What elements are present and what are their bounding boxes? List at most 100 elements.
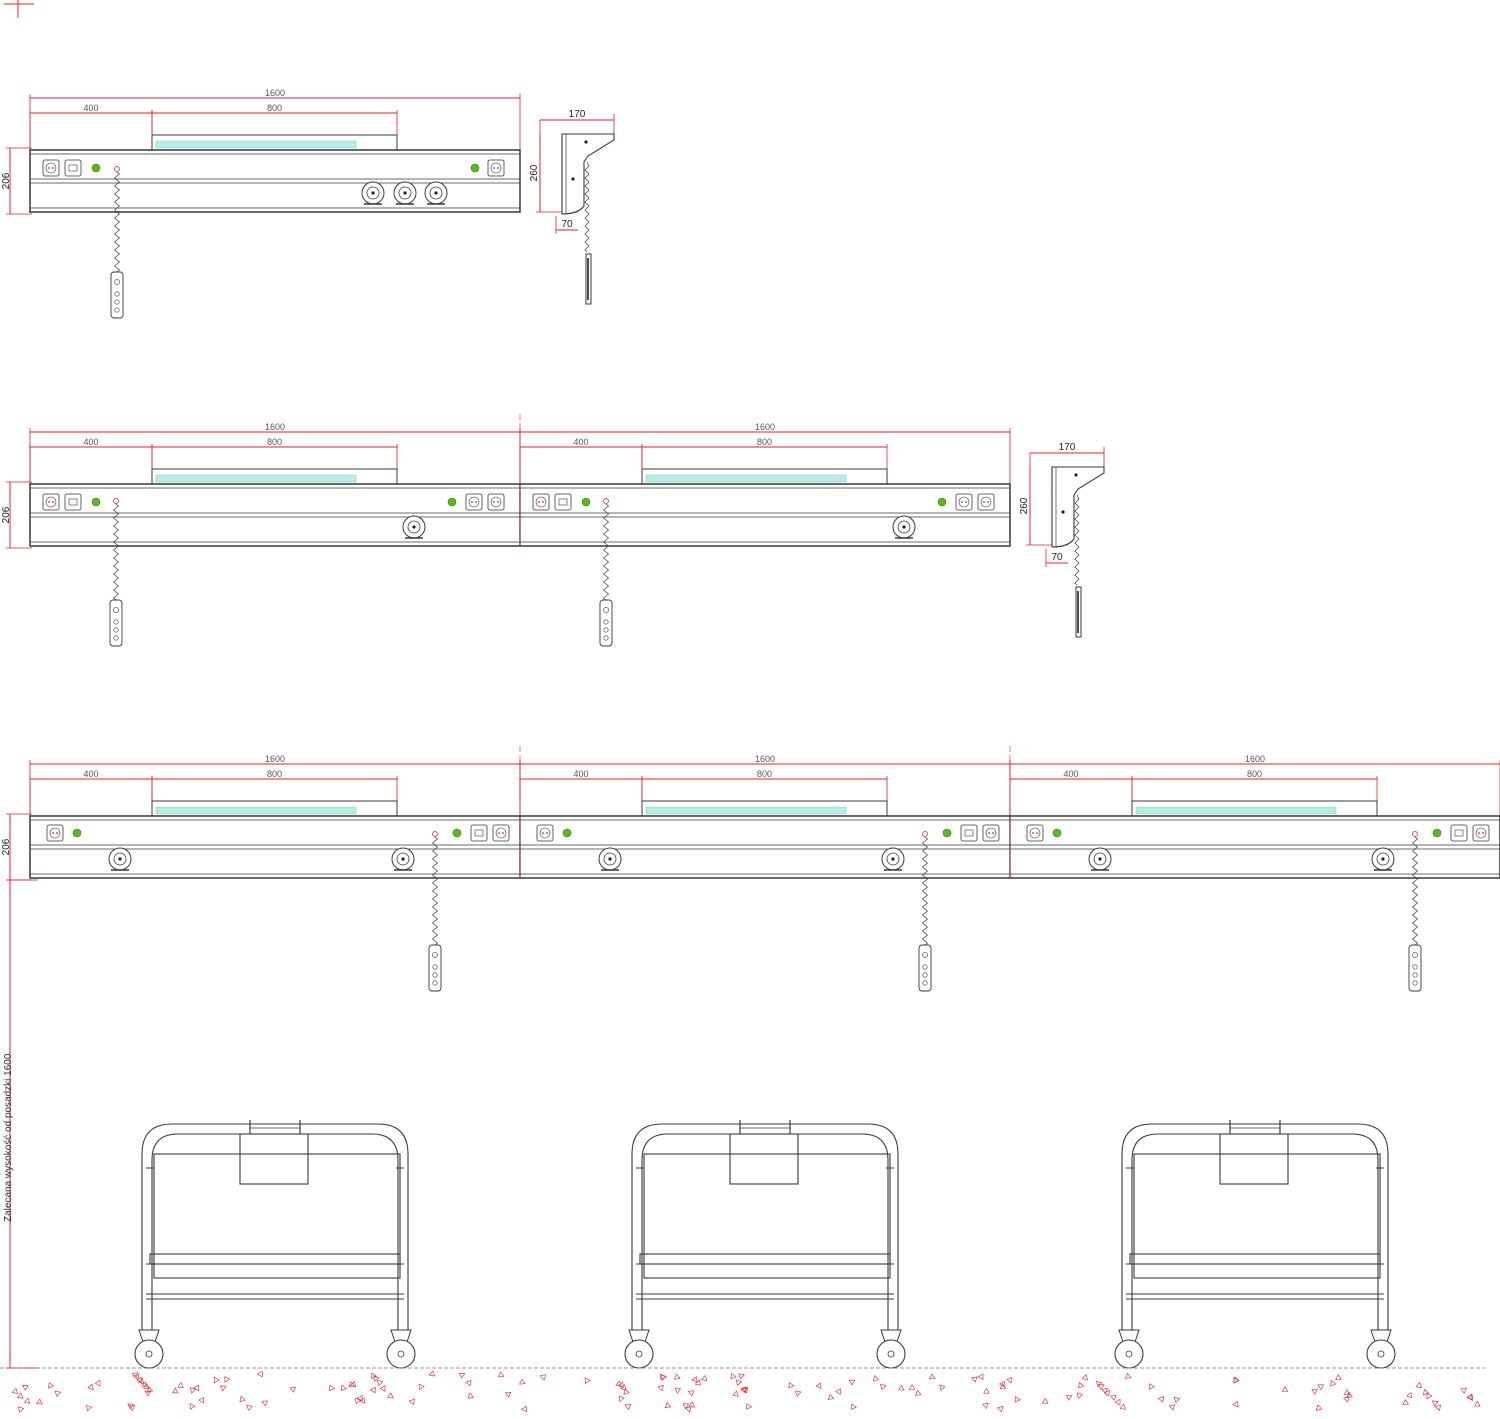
dim-length-label: 1600 [265,88,285,98]
dim-offset-label: 400 [83,437,98,447]
green-indicator [91,497,101,507]
floor-mark [735,1379,743,1386]
gas-outlet [892,515,916,539]
dim-offset-label: 400 [83,103,98,113]
green-indicator [562,828,572,838]
floor-mark [746,1403,753,1410]
dim-offset: 400 [519,437,643,490]
row3-rail-outline [29,815,1500,879]
floor-mark [897,1384,905,1391]
floor-mark [418,1383,425,1391]
power-socket [532,493,550,511]
row1-dim-height: 206 [1,147,32,215]
floor-mark [1168,1404,1176,1411]
green-indicator [581,497,591,507]
floor-mark [915,1389,922,1396]
floor-mark [428,1370,436,1377]
floor-mark [498,1371,505,1378]
floor-mark [1402,1399,1409,1405]
floor-mark [700,1374,708,1382]
floor-mark [1173,1397,1181,1404]
gas-outlet [424,181,448,205]
floor-mark [982,1403,989,1410]
dim-length-label: 1600 [265,754,285,764]
floor-mark [971,1376,978,1383]
floor-mark [133,1373,140,1380]
floor-mark [143,1382,150,1389]
floor-mark [827,1393,835,1400]
floor-mark [86,1404,93,1412]
floor-mark [694,1379,702,1386]
floor-mark [617,1381,624,1389]
bed-caster-wheel [624,1339,654,1369]
data-socket [554,493,572,511]
floor-mark [193,1384,200,1392]
side-dim-bottom: 70 [561,219,573,230]
floor-mark [880,1383,887,1391]
floor-mark [519,1378,526,1385]
floor-mark [664,1402,672,1409]
side-dim-height: 260 [529,164,540,181]
floor-mark [1124,1372,1132,1379]
floor-mark [815,1382,822,1389]
nurse-call-pendant [918,831,932,992]
floor-mark [1466,1393,1473,1401]
floor-mark [87,1383,94,1391]
floor-mark [1232,1400,1239,1408]
floor-mark [741,1387,749,1394]
dim-offset-label: 400 [573,437,588,447]
floor-mark [983,1387,990,1394]
data-socket [1450,824,1468,842]
power-socket [42,493,60,511]
nurse-call-pendant [1408,831,1422,992]
floor-mark [214,1376,220,1384]
floor-mark [1343,1396,1350,1403]
data-socket [64,493,82,511]
bed-headboard-frame [631,1123,899,1334]
floor-mark [908,1384,916,1390]
floor-mark [1346,1391,1353,1398]
floor-mark [1335,1373,1342,1380]
rail-body [29,815,521,879]
floor-mark [1014,1396,1021,1403]
floor-mark [21,1384,29,1391]
side-dim-height: 260 [1019,497,1030,514]
bed-headboard-frame [141,1123,409,1334]
bed-chart-board [1219,1133,1289,1185]
power-socket [536,824,554,842]
led-strip [155,140,357,149]
floor-mark [1426,1392,1433,1400]
gas-outlet [393,181,417,205]
side-dim-width: 170 [569,109,586,120]
dim-offset: 400 [519,769,643,822]
row1-rail-outline [29,149,521,213]
floor-mark [977,1373,984,1381]
side-cable [1074,494,1080,586]
floor-mark [657,1384,664,1392]
row2-dim-height: 206 [1,481,32,549]
data-socket [470,824,488,842]
floor-mark [739,1386,746,1394]
green-indicator [447,497,457,507]
floor-mark [1078,1381,1085,1389]
bed-headboard-frame [1121,1123,1389,1334]
data-socket [64,159,82,177]
power-socket [982,824,1000,842]
power-socket [42,159,60,177]
floor-mark [379,1385,386,1392]
row2-dim-height-label: 206 [1,506,12,523]
side-cable [584,161,590,253]
floor-mark [691,1376,698,1383]
floor-mark [999,1383,1007,1389]
floor-mark [1343,1389,1351,1396]
floor-mark [359,1397,366,1404]
floor-mark [618,1395,625,1403]
floor-mark [172,1387,179,1394]
floor-mark [584,1377,591,1385]
power-socket [487,159,505,177]
floor-mark [1103,1390,1110,1397]
hospital-beds [134,1120,1396,1369]
